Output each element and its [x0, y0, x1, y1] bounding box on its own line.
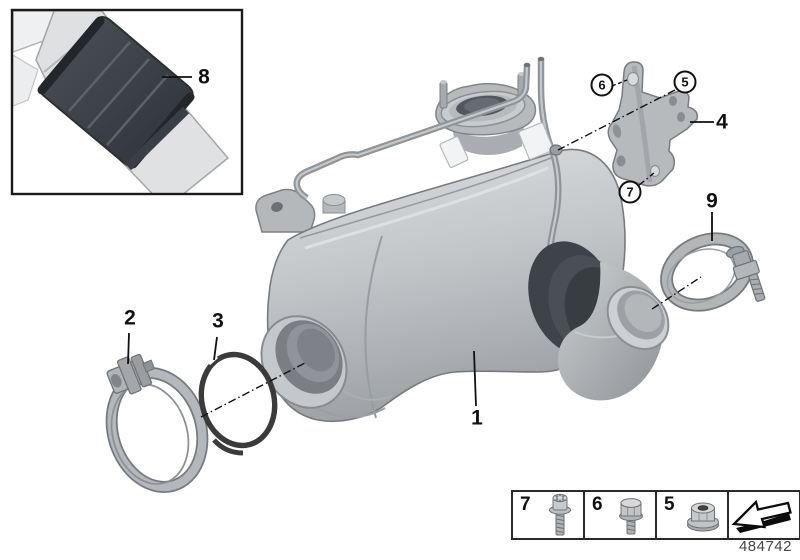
- vband-clamp-part2: [105, 353, 209, 493]
- rear-sleeve-and-elbow: [528, 241, 670, 401]
- pressure-sensor-tubes: [293, 56, 563, 270]
- callout-4[interactable]: 4: [716, 110, 728, 134]
- fastener-legend: 7 6 5: [511, 490, 800, 540]
- gasket-ring-part3: [198, 351, 278, 456]
- legend-box-6[interactable]: 6: [583, 490, 657, 540]
- leader-3: [213, 336, 218, 361]
- callout-1[interactable]: 1: [471, 406, 483, 430]
- leader-1: [473, 350, 477, 407]
- tube-clip: [518, 122, 554, 160]
- installation-direction-arrow-icon: [731, 499, 792, 533]
- diagram-number: 484742: [738, 538, 792, 555]
- hex-flange-nut-icon: [687, 502, 719, 532]
- callout-7-circled[interactable]: 7: [618, 180, 642, 204]
- legend-box-arrow[interactable]: [727, 490, 800, 540]
- leader-clamp9-dashdot: [651, 276, 702, 310]
- mounting-ear: [255, 188, 316, 233]
- bracket-stud: [549, 144, 563, 156]
- legend-item-label: 6: [592, 494, 603, 515]
- callout-2[interactable]: 2: [124, 306, 136, 330]
- leader-gasket-dashdot: [200, 362, 306, 418]
- leader-lines: [127, 76, 714, 418]
- hex-flange-bolt-icon: [619, 498, 643, 535]
- leader-6-dashed: [611, 79, 628, 87]
- legend-box-7[interactable]: 7: [511, 490, 585, 540]
- support-bracket-part4: [607, 61, 699, 187]
- leader-2: [127, 332, 130, 365]
- catalytic-converter-assembly: [255, 56, 670, 423]
- clamp-lock: [106, 353, 156, 395]
- engine-housing-edge: [13, 54, 39, 107]
- tube-clip: [439, 136, 469, 168]
- leader-7-dashdot: [637, 172, 655, 187]
- leader-5-dashdot: [557, 89, 676, 151]
- callout-9[interactable]: 9: [706, 189, 718, 213]
- sensor-boss: [322, 194, 346, 214]
- flange-stud: [439, 81, 448, 109]
- inset-frame: [10, 8, 244, 196]
- callout-3[interactable]: 3: [212, 309, 224, 333]
- legend-box-5[interactable]: 5: [655, 490, 729, 540]
- callout-8[interactable]: 8: [198, 65, 210, 89]
- inset-box-part8: [10, 8, 244, 196]
- legend-item-label: 7: [520, 494, 531, 515]
- callout-6-circled[interactable]: 6: [590, 73, 614, 97]
- torx-flange-screw-icon: [549, 493, 571, 536]
- decoupling-bellows: [37, 16, 195, 171]
- band-clamp-part9: [660, 232, 766, 312]
- legend-item-label: 5: [664, 494, 675, 515]
- clamp-tensioner-bolt: [725, 245, 766, 302]
- callout-5-circled[interactable]: 5: [673, 70, 697, 94]
